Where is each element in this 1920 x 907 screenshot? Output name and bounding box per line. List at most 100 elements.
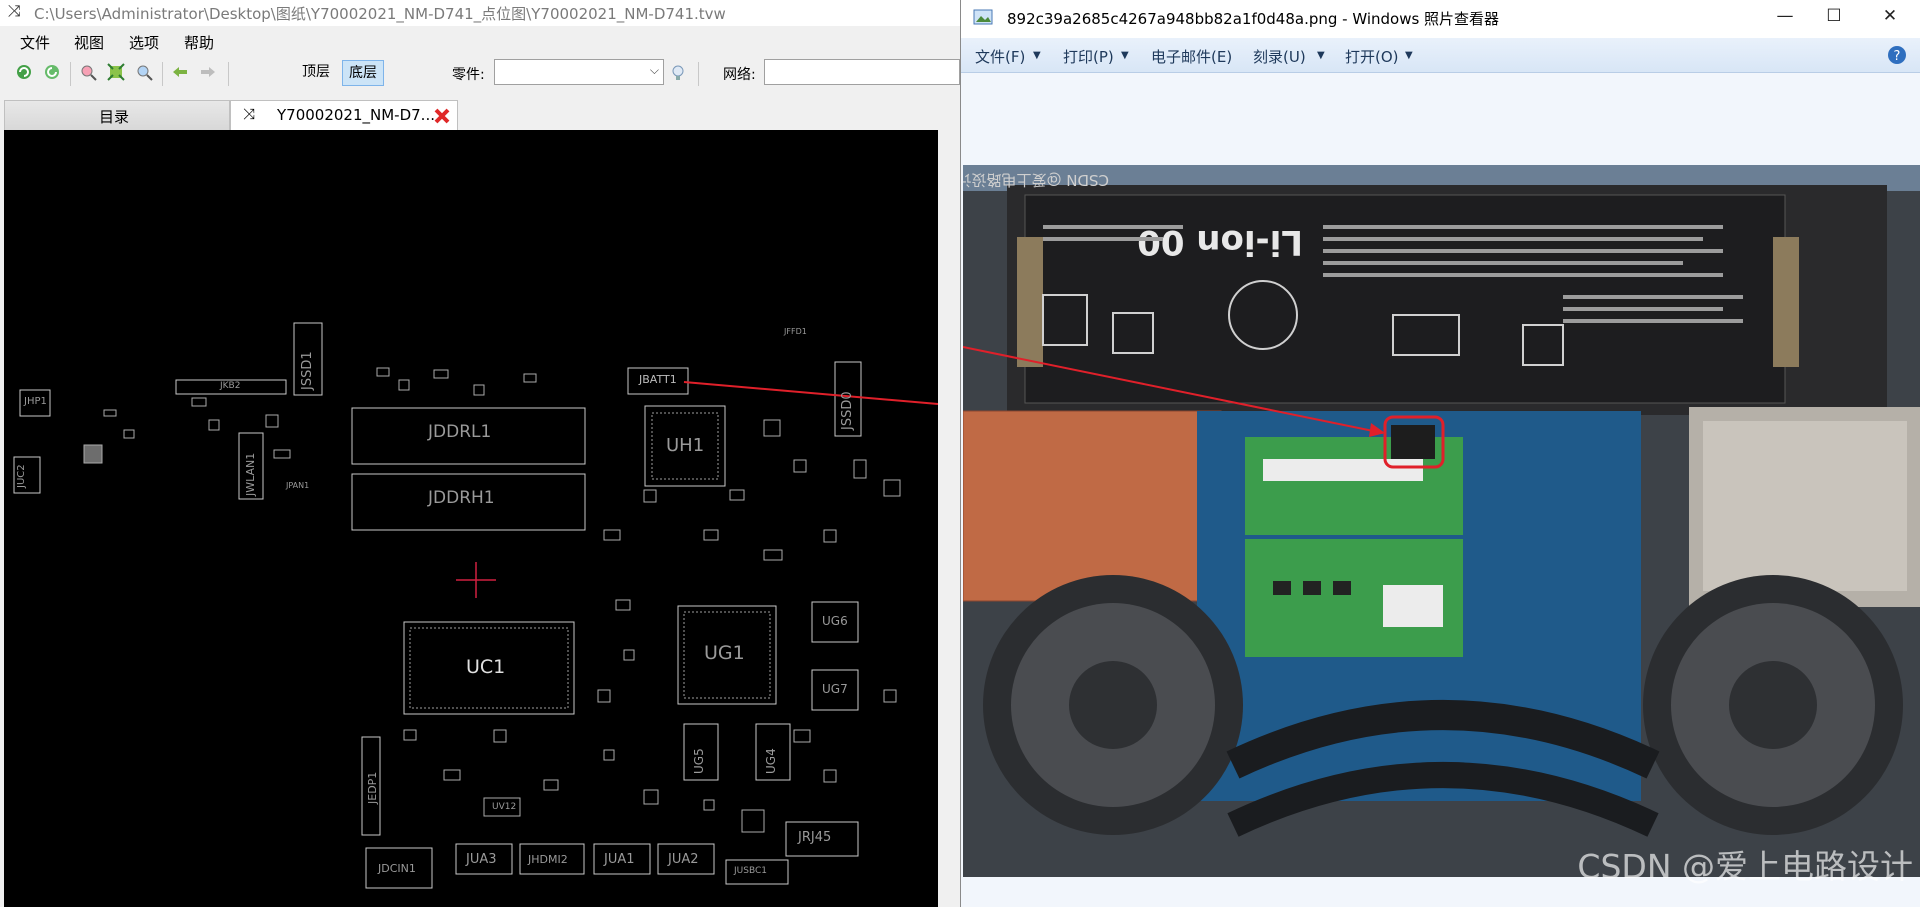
ug4-label[interactable]: UG4 <box>764 748 778 774</box>
jua1-outline <box>593 843 651 875</box>
pointer-line-right <box>963 346 1384 434</box>
jua2-label[interactable]: JUA2 <box>668 852 699 867</box>
jhp1-outline <box>19 389 51 417</box>
jrj45-outline <box>785 821 859 857</box>
menu-options[interactable]: 选项 <box>129 34 160 52</box>
part-label: 零件: <box>452 67 485 83</box>
photo-viewer-title: 892c39a2685c4267a948bb82a1f0d48a.png - W… <box>1007 10 1500 28</box>
tab-catalog-label: 目录 <box>99 108 130 126</box>
lightbulb-icon[interactable] <box>668 63 688 83</box>
forward-arrow-icon[interactable] <box>198 62 218 82</box>
photo-viewer-menubar: 文件(F) ▼ 打印(P) ▼ 电子邮件(E) 刻录(U) ▼ 打开(O) ▼ … <box>961 38 1920 73</box>
chevron-down-icon[interactable]: ▼ <box>1033 50 1041 61</box>
uh1-outline <box>644 405 726 487</box>
zoom-in-icon[interactable] <box>78 62 98 82</box>
help-icon[interactable]: ? <box>1887 45 1907 65</box>
jssd0-outline <box>834 361 862 437</box>
menu-open-button[interactable]: 打开(O) <box>1345 48 1399 66</box>
menu-file-button[interactable]: 文件(F) <box>975 48 1026 66</box>
chevron-down-icon[interactable]: ▼ <box>1317 50 1325 61</box>
jrj45-label[interactable]: JRJ45 <box>798 830 832 845</box>
pcb-canvas[interactable]: JHP1 JUC2 JKB2 JWLAN1 JPAN1 JSSD1 JDDRL1… <box>4 130 938 907</box>
close-icon[interactable]: ✕ <box>1882 6 1898 26</box>
rotate-icon[interactable] <box>42 62 62 82</box>
uc1-outline <box>403 621 575 715</box>
jedp1-label[interactable]: JEDP1 <box>366 771 379 804</box>
menu-email-button[interactable]: 电子邮件(E) <box>1151 48 1233 66</box>
net-input[interactable] <box>764 59 960 85</box>
photo-viewer-icon <box>973 9 993 25</box>
laptop-photo: Li-ion 00 <box>963 165 1920 877</box>
jfpd1-label[interactable]: JFFD1 <box>784 327 807 336</box>
csdn-watermark: CSDN @爱上电路设计 <box>1577 847 1913 886</box>
close-tab-icon[interactable] <box>433 107 451 125</box>
jwlan1-label[interactable]: JWLAN1 <box>244 452 257 496</box>
pcb-scrollbar[interactable] <box>940 130 960 907</box>
jssd0-label[interactable]: JSSD0 <box>840 391 855 430</box>
jdcin1-label[interactable]: JDCIN1 <box>378 862 416 875</box>
toolbar-separator <box>228 62 229 86</box>
top-layer-button[interactable]: 顶层 <box>302 64 330 80</box>
chevron-down-icon[interactable]: ▼ <box>1121 50 1129 61</box>
menu-burn-button[interactable]: 刻录(U) <box>1253 48 1306 66</box>
photo-viewer-window: 892c39a2685c4267a948bb82a1f0d48a.png - W… <box>960 0 1920 907</box>
jedp1-outline <box>361 736 381 836</box>
bottom-layer-button[interactable]: 底层 <box>342 60 384 86</box>
ug1-label[interactable]: UG1 <box>704 642 745 664</box>
boardview-titlebar: ⤨ C:\Users\Administrator\Desktop\图纸\Y700… <box>0 0 960 26</box>
tab-catalog[interactable]: 目录 <box>4 100 230 130</box>
ug7-label[interactable]: UG7 <box>822 682 848 696</box>
photo-display-area[interactable]: Li-ion 00 <box>961 73 1920 907</box>
pointer-arrowhead <box>1369 423 1385 437</box>
ug7-outline <box>811 669 859 711</box>
ug6-label[interactable]: UG6 <box>822 614 848 628</box>
jusbc1-label[interactable]: JUSBC1 <box>734 866 767 876</box>
boardview-app-icon: ⤨ <box>8 1 21 20</box>
maximize-icon[interactable]: ☐ <box>1826 6 1842 26</box>
back-arrow-icon[interactable] <box>170 62 190 82</box>
tab-file[interactable]: ⤨ Y70002021_NM-D7... <box>230 100 458 130</box>
net-label: 网络: <box>723 67 756 83</box>
refresh-icon[interactable] <box>14 62 34 82</box>
jddrl1-outline <box>351 407 586 465</box>
jpan1-label[interactable]: JPAN1 <box>286 481 310 490</box>
uh1-label[interactable]: UH1 <box>666 435 705 456</box>
juc2-label[interactable]: JUC2 <box>16 464 27 488</box>
jbatt1-label[interactable]: JBATT1 <box>639 373 677 386</box>
menu-help[interactable]: 帮助 <box>184 34 215 52</box>
minimize-icon[interactable]: — <box>1776 6 1794 26</box>
ug5-label[interactable]: UG5 <box>692 748 706 774</box>
fit-icon[interactable] <box>106 62 126 82</box>
jkb2-label[interactable]: JKB2 <box>220 381 241 391</box>
jua1-label[interactable]: JUA1 <box>604 852 635 867</box>
zoom-out-icon[interactable] <box>134 62 154 82</box>
jddrh1-label[interactable]: JDDRH1 <box>428 488 495 508</box>
csdn-mark-top: CSDN @爱上电路设计 <box>963 171 1109 189</box>
uv12-label[interactable]: UV12 <box>492 802 517 812</box>
jhdmi2-label[interactable]: JHDMI2 <box>528 853 568 866</box>
tab-file-icon: ⤨ <box>243 105 256 123</box>
jssd1-label[interactable]: JSSD1 <box>300 351 315 390</box>
pcb-layout <box>13 322 938 889</box>
menu-file[interactable]: 文件 <box>20 34 51 52</box>
svg-text:?: ? <box>1894 49 1901 64</box>
uc1-label[interactable]: UC1 <box>466 656 506 678</box>
jusbc1-outline <box>725 859 789 885</box>
jddrh1-outline <box>351 473 586 531</box>
jua2-outline <box>657 843 715 875</box>
jhp1-label[interactable]: JHP1 <box>24 396 47 407</box>
ug4-outline <box>755 723 791 781</box>
menu-view[interactable]: 视图 <box>74 34 105 52</box>
jbatt1-outline <box>627 367 689 395</box>
jddrl1-label[interactable]: JDDRL1 <box>428 422 492 442</box>
jbatt1-highlight <box>1383 415 1445 469</box>
jssd1-outline <box>293 322 323 396</box>
jhdmi2-outline <box>519 843 585 875</box>
jua3-label[interactable]: JUA3 <box>466 852 497 867</box>
toolbar-separator <box>70 62 71 86</box>
chevron-down-icon[interactable]: ▼ <box>1405 50 1413 61</box>
chevron-down-icon: ⌵ <box>649 63 659 77</box>
menu-print-button[interactable]: 打印(P) <box>1063 48 1114 66</box>
toolbar-separator <box>698 62 699 86</box>
part-combobox[interactable]: ⌵ <box>494 59 664 85</box>
